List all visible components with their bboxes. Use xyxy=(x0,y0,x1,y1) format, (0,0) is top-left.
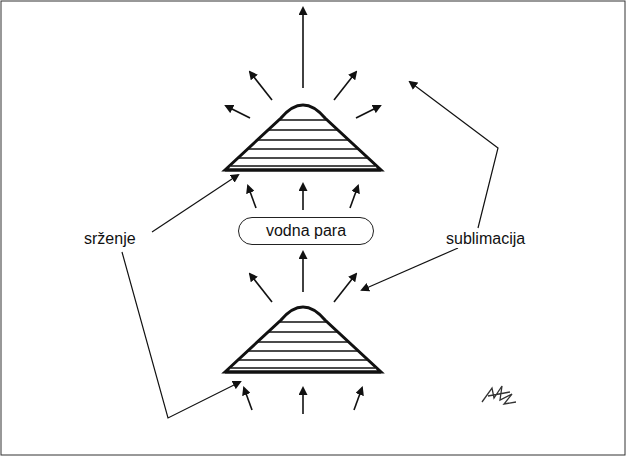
process-label: sublimacija xyxy=(444,230,527,248)
node-text: vodna para xyxy=(266,222,346,240)
rounded-box: vodna para xyxy=(238,217,374,245)
process-label: srženje xyxy=(82,230,138,248)
